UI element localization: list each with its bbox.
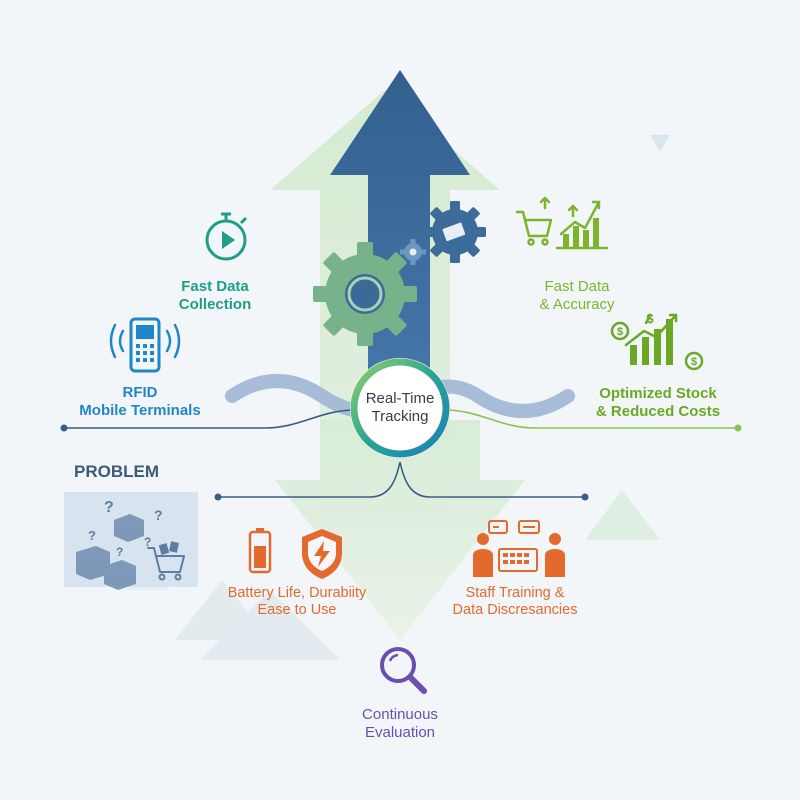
cart-growth-chart-icon [515, 196, 609, 250]
svg-text:$: $ [691, 356, 697, 368]
dollar-growth-chart-icon: $ $ $ [610, 311, 704, 371]
svg-text:$: $ [646, 311, 654, 326]
staff-training-label: Staff Training & Data Discresancies [440, 585, 590, 619]
fast-data-accuracy-line2: & Accuracy [539, 295, 615, 313]
connector-lines [60, 409, 742, 501]
svg-text:?: ? [116, 545, 123, 559]
staff-training-icon [473, 520, 565, 577]
fast-data-accuracy-line1: Fast Data [544, 278, 610, 295]
real-time-tracking-label: Real-Time Tracking [352, 390, 448, 425]
magnifier-icon [380, 647, 427, 694]
optimized-stock-line1: Optimized Stock [599, 385, 717, 402]
rfid-line2: Mobile Terminals [79, 401, 201, 419]
stopwatch-icon [205, 212, 248, 261]
battery-durability-label: Battery Life, Durabiity Ease to Use [212, 585, 382, 619]
fast-data-collection-line1: Fast Data [181, 278, 249, 295]
svg-text:?: ? [104, 499, 114, 516]
boxes-question-cart-icon: ? ? ? ? ? [64, 492, 198, 590]
optimized-stock-label: Optimized Stock & Reduced Costs [578, 385, 738, 420]
growth-arrow [330, 70, 470, 400]
shield-bolt-icon [302, 529, 342, 579]
mobile-terminal-icon [109, 317, 181, 373]
center-line1: Real-Time [365, 390, 435, 407]
svg-text:?: ? [88, 528, 96, 543]
fast-data-collection-line2: Collection [178, 295, 252, 313]
small-gear-icon [424, 201, 486, 263]
svg-text:?: ? [154, 507, 163, 523]
battery-icon [248, 528, 272, 574]
staff-line2: Data Discresancies [452, 602, 578, 619]
tiny-gear-icon [400, 239, 426, 265]
background-down-arrow [275, 420, 525, 640]
continuous-evaluation-label: Continuous Evaluation [338, 706, 462, 741]
rfid-label: RFID Mobile Terminals [50, 384, 230, 419]
staff-line1: Staff Training & [465, 585, 565, 601]
svg-text:?: ? [144, 535, 151, 549]
large-gear-icon [313, 242, 417, 346]
problem-title: PROBLEM [74, 462, 159, 481]
fast-data-accuracy-label: Fast Data & Accuracy [512, 278, 642, 313]
battery-line2: Ease to Use [257, 602, 337, 619]
evaluation-line1: Continuous [362, 706, 438, 723]
rfid-line1: RFID [122, 384, 158, 401]
fast-data-collection-label: Fast Data Collection [160, 278, 270, 313]
optimized-stock-line2: & Reduced Costs [595, 402, 721, 420]
real-time-tracking-hub [350, 358, 450, 458]
evaluation-line2: Evaluation [364, 723, 436, 741]
svg-text:$: $ [617, 326, 623, 338]
center-line2: Tracking [371, 407, 429, 425]
battery-line1: Battery Life, Durabiity [227, 585, 367, 601]
